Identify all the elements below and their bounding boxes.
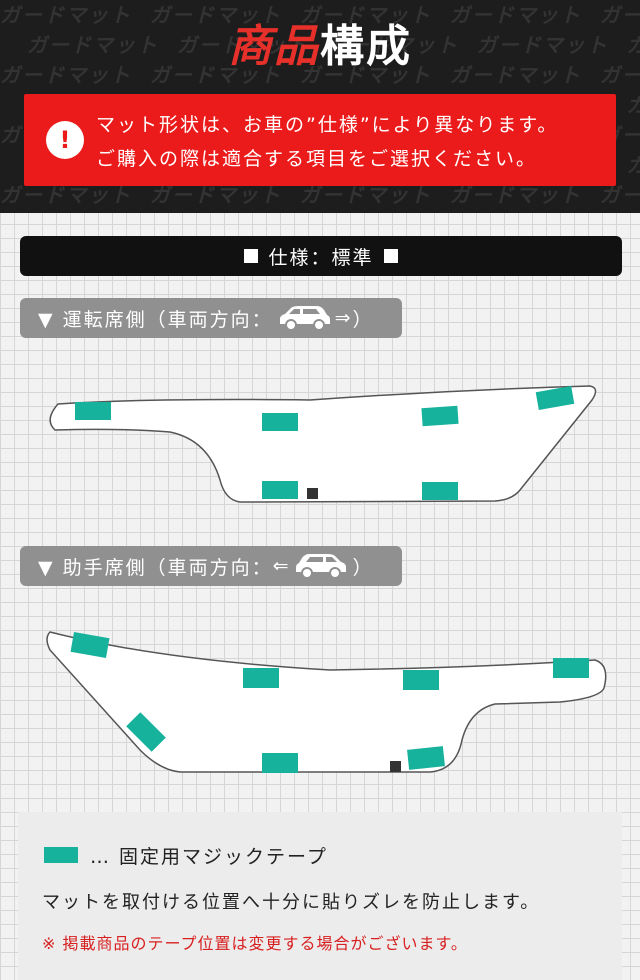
tape-patch xyxy=(422,482,458,500)
page-title: 商品構成 xyxy=(0,10,640,74)
tape-patch xyxy=(243,668,279,688)
passenger-mat-outline xyxy=(46,631,607,773)
title-red: 商品 xyxy=(228,21,320,72)
header: ガードマット ガードマット ガードマット ガードマット ガードマット ガードマッ… xyxy=(0,0,640,213)
right-arrow-icon: ⇒ xyxy=(334,307,353,329)
tape-patch xyxy=(407,746,445,770)
notice-line-1: マット形状は、お車の”仕様”により異なります。 xyxy=(96,114,559,136)
notice-line-2: ご購入の際は適合する項目をご選択ください。 xyxy=(96,148,538,170)
tape-patch xyxy=(75,402,111,420)
logo-mark xyxy=(390,761,401,772)
title-white: 構成 xyxy=(320,21,412,72)
passenger-mat-diagram xyxy=(46,631,607,773)
tape-patch xyxy=(553,658,589,678)
legend-label: … 固定用マジックテープ xyxy=(90,846,328,868)
spec-bar: 仕様：標準 xyxy=(20,236,622,276)
tape-swatch xyxy=(44,847,78,863)
tape-patch xyxy=(70,632,110,658)
driver-mat-outline xyxy=(49,385,597,503)
passenger-side-bar: ▼ 助手席側（車両方向： ⇐ ） xyxy=(20,546,402,586)
exclamation-icon: ! xyxy=(46,121,84,159)
legend-box: … 固定用マジックテープ マットを取付ける位置へ十分に貼りズレを防止します。 ※… xyxy=(18,812,622,980)
driver-side-suffix: ） xyxy=(352,308,374,331)
square-icon xyxy=(383,249,398,263)
tape-patch xyxy=(126,712,166,752)
passenger-side-suffix: ） xyxy=(352,556,374,579)
car-icon xyxy=(279,306,330,331)
left-arrow-icon: ⇐ xyxy=(272,555,291,577)
tape-patch xyxy=(262,753,298,773)
tape-patch xyxy=(535,386,575,410)
tape-patch xyxy=(403,670,439,690)
tape-patch xyxy=(262,413,298,431)
legend-description: マットを取付ける位置へ十分に貼りズレを防止します。 xyxy=(42,892,541,913)
square-icon xyxy=(244,249,259,263)
driver-side-bar: ▼ 運転席側（車両方向： ⇒ ） xyxy=(20,298,402,338)
driver-mat-diagram xyxy=(49,385,597,503)
logo-mark xyxy=(307,488,318,499)
legend-note: ※ 掲載商品のテープ位置は変更する場合がございます。 xyxy=(42,934,468,953)
tape-patch xyxy=(262,481,298,499)
passenger-side-label: ▼ 助手席側（車両方向： xyxy=(38,556,273,579)
spec-label: 仕様：標準 xyxy=(268,246,374,269)
car-icon xyxy=(295,554,346,579)
tape-patch xyxy=(421,405,459,427)
driver-side-label: ▼ 運転席側（車両方向： xyxy=(38,308,273,331)
notice-banner: ! マット形状は、お車の”仕様”により異なります。 ご購入の際は適合する項目をご… xyxy=(24,94,616,186)
